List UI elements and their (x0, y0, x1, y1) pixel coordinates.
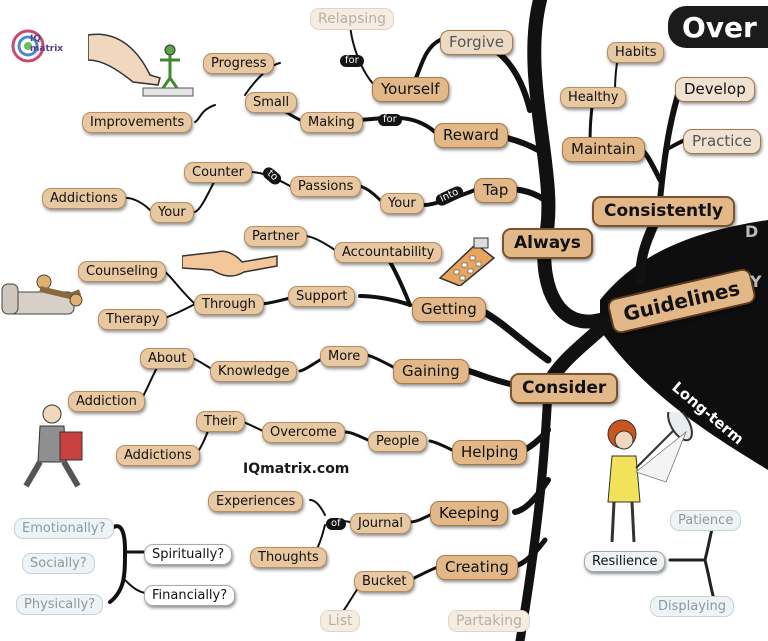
node-tap[interactable]: Tap (474, 178, 518, 203)
branch-addictions-top (126, 197, 151, 211)
branch-knowledge (298, 358, 322, 373)
branch-gaining (462, 367, 518, 388)
branch-financially (124, 579, 146, 594)
branch-partner (304, 235, 336, 251)
node-financially[interactable]: Financially? (144, 585, 236, 606)
node-of[interactable]: of (326, 518, 346, 530)
node-improvements[interactable]: Improvements (82, 112, 193, 133)
node-addiction[interactable]: Addiction (68, 391, 145, 412)
node-for-2[interactable]: for (378, 114, 402, 126)
node-keeping[interactable]: Keeping (430, 501, 509, 526)
website-label: IQmatrix.com (240, 460, 353, 478)
node-getting[interactable]: Getting (412, 297, 486, 322)
woman-with-net-illustration (607, 412, 693, 543)
node-journal[interactable]: Journal (350, 513, 411, 534)
node-therapy[interactable]: Therapy (98, 309, 168, 330)
node-addictions-mid[interactable]: Addictions (116, 445, 200, 466)
node-through[interactable]: Through (194, 294, 264, 315)
node-helping[interactable]: Helping (452, 440, 528, 465)
branch-keeping (512, 477, 551, 515)
node-making[interactable]: Making (300, 112, 363, 133)
node-their[interactable]: Their (196, 411, 246, 432)
node-more[interactable]: More (320, 346, 369, 367)
node-people[interactable]: People (368, 431, 428, 452)
node-experiences[interactable]: Experiences (208, 491, 304, 512)
node-emotionally[interactable]: Emotionally? (14, 518, 114, 539)
branch-your2 (194, 179, 216, 213)
node-for-1[interactable]: for (340, 55, 364, 67)
iq-matrix-logo (11, 29, 45, 63)
node-counseling[interactable]: Counseling (78, 261, 166, 282)
node-develop[interactable]: Develop (675, 77, 755, 102)
node-creating[interactable]: Creating (436, 555, 518, 580)
branch-more (363, 353, 397, 370)
node-thoughts[interactable]: Thoughts (250, 547, 327, 568)
node-relapsing[interactable]: Relapsing (310, 8, 395, 30)
node-list[interactable]: List (320, 610, 361, 632)
node-gaining[interactable]: Gaining (393, 359, 469, 384)
partial-label-y: Y (750, 272, 762, 291)
node-always[interactable]: Always (502, 228, 593, 259)
branch-experiences (309, 499, 326, 516)
node-counter[interactable]: Counter (184, 162, 252, 183)
logo-text-iq: IQ (30, 34, 41, 44)
node-your-2[interactable]: Your (150, 202, 194, 223)
title-text: Over (682, 11, 757, 44)
node-reward[interactable]: Reward (434, 123, 508, 148)
node-your-1[interactable]: Your (380, 193, 424, 214)
node-healthy[interactable]: Healthy (560, 87, 627, 108)
branch-lower-left (108, 524, 127, 604)
branch-counseling (164, 271, 196, 305)
branch-journal (408, 513, 432, 524)
node-progress[interactable]: Progress (203, 53, 275, 74)
node-about[interactable]: About (140, 348, 195, 369)
node-physically[interactable]: Physically? (16, 594, 104, 615)
person-carrying-books-illustration (23, 404, 83, 488)
node-resilience[interactable]: Resilience (584, 551, 666, 572)
branch-support (358, 294, 412, 307)
branch-getting (476, 306, 552, 364)
branch-therapy (164, 303, 196, 319)
node-support[interactable]: Support (288, 286, 356, 307)
node-consistently[interactable]: Consistently (592, 196, 736, 227)
node-addictions-top[interactable]: Addictions (42, 188, 126, 209)
node-yourself[interactable]: Yourself (372, 77, 449, 102)
calculator-illustration (438, 237, 496, 286)
node-knowledge[interactable]: Knowledge (210, 361, 298, 382)
node-patience[interactable]: Patience (670, 510, 742, 531)
handshake-illustration (182, 250, 278, 277)
branch-through (258, 296, 292, 306)
couch-therapy-illustration (1, 274, 83, 315)
logo-text-matrix: matrix (30, 44, 64, 54)
node-passions[interactable]: Passions (290, 176, 362, 197)
title-partial: Over (668, 6, 768, 48)
node-bucket[interactable]: Bucket (354, 571, 415, 592)
trunk-lower (515, 385, 553, 641)
node-practice[interactable]: Practice (683, 129, 761, 154)
node-forgive[interactable]: Forgive (440, 30, 513, 55)
branch-passions (358, 184, 382, 202)
node-overcome[interactable]: Overcome (262, 422, 345, 443)
branch-people (428, 439, 454, 452)
branch-progress (244, 62, 281, 96)
hand-placing-figure-illustration (88, 33, 194, 97)
node-socially[interactable]: Socially? (22, 553, 95, 574)
node-consider[interactable]: Consider (510, 373, 619, 404)
node-displaying[interactable]: Displaying (650, 596, 735, 617)
node-habits[interactable]: Habits (607, 42, 665, 63)
branch-overcome (343, 430, 372, 443)
node-partaking[interactable]: Partaking (448, 610, 530, 632)
branch-improvements (194, 104, 216, 123)
node-maintain[interactable]: Maintain (562, 137, 645, 162)
node-small[interactable]: Small (245, 92, 298, 113)
node-partner[interactable]: Partner (244, 226, 308, 247)
partial-label-d: D (745, 222, 759, 241)
node-accountability[interactable]: Accountability (334, 242, 443, 263)
node-spiritually[interactable]: Spiritually? (144, 544, 233, 565)
